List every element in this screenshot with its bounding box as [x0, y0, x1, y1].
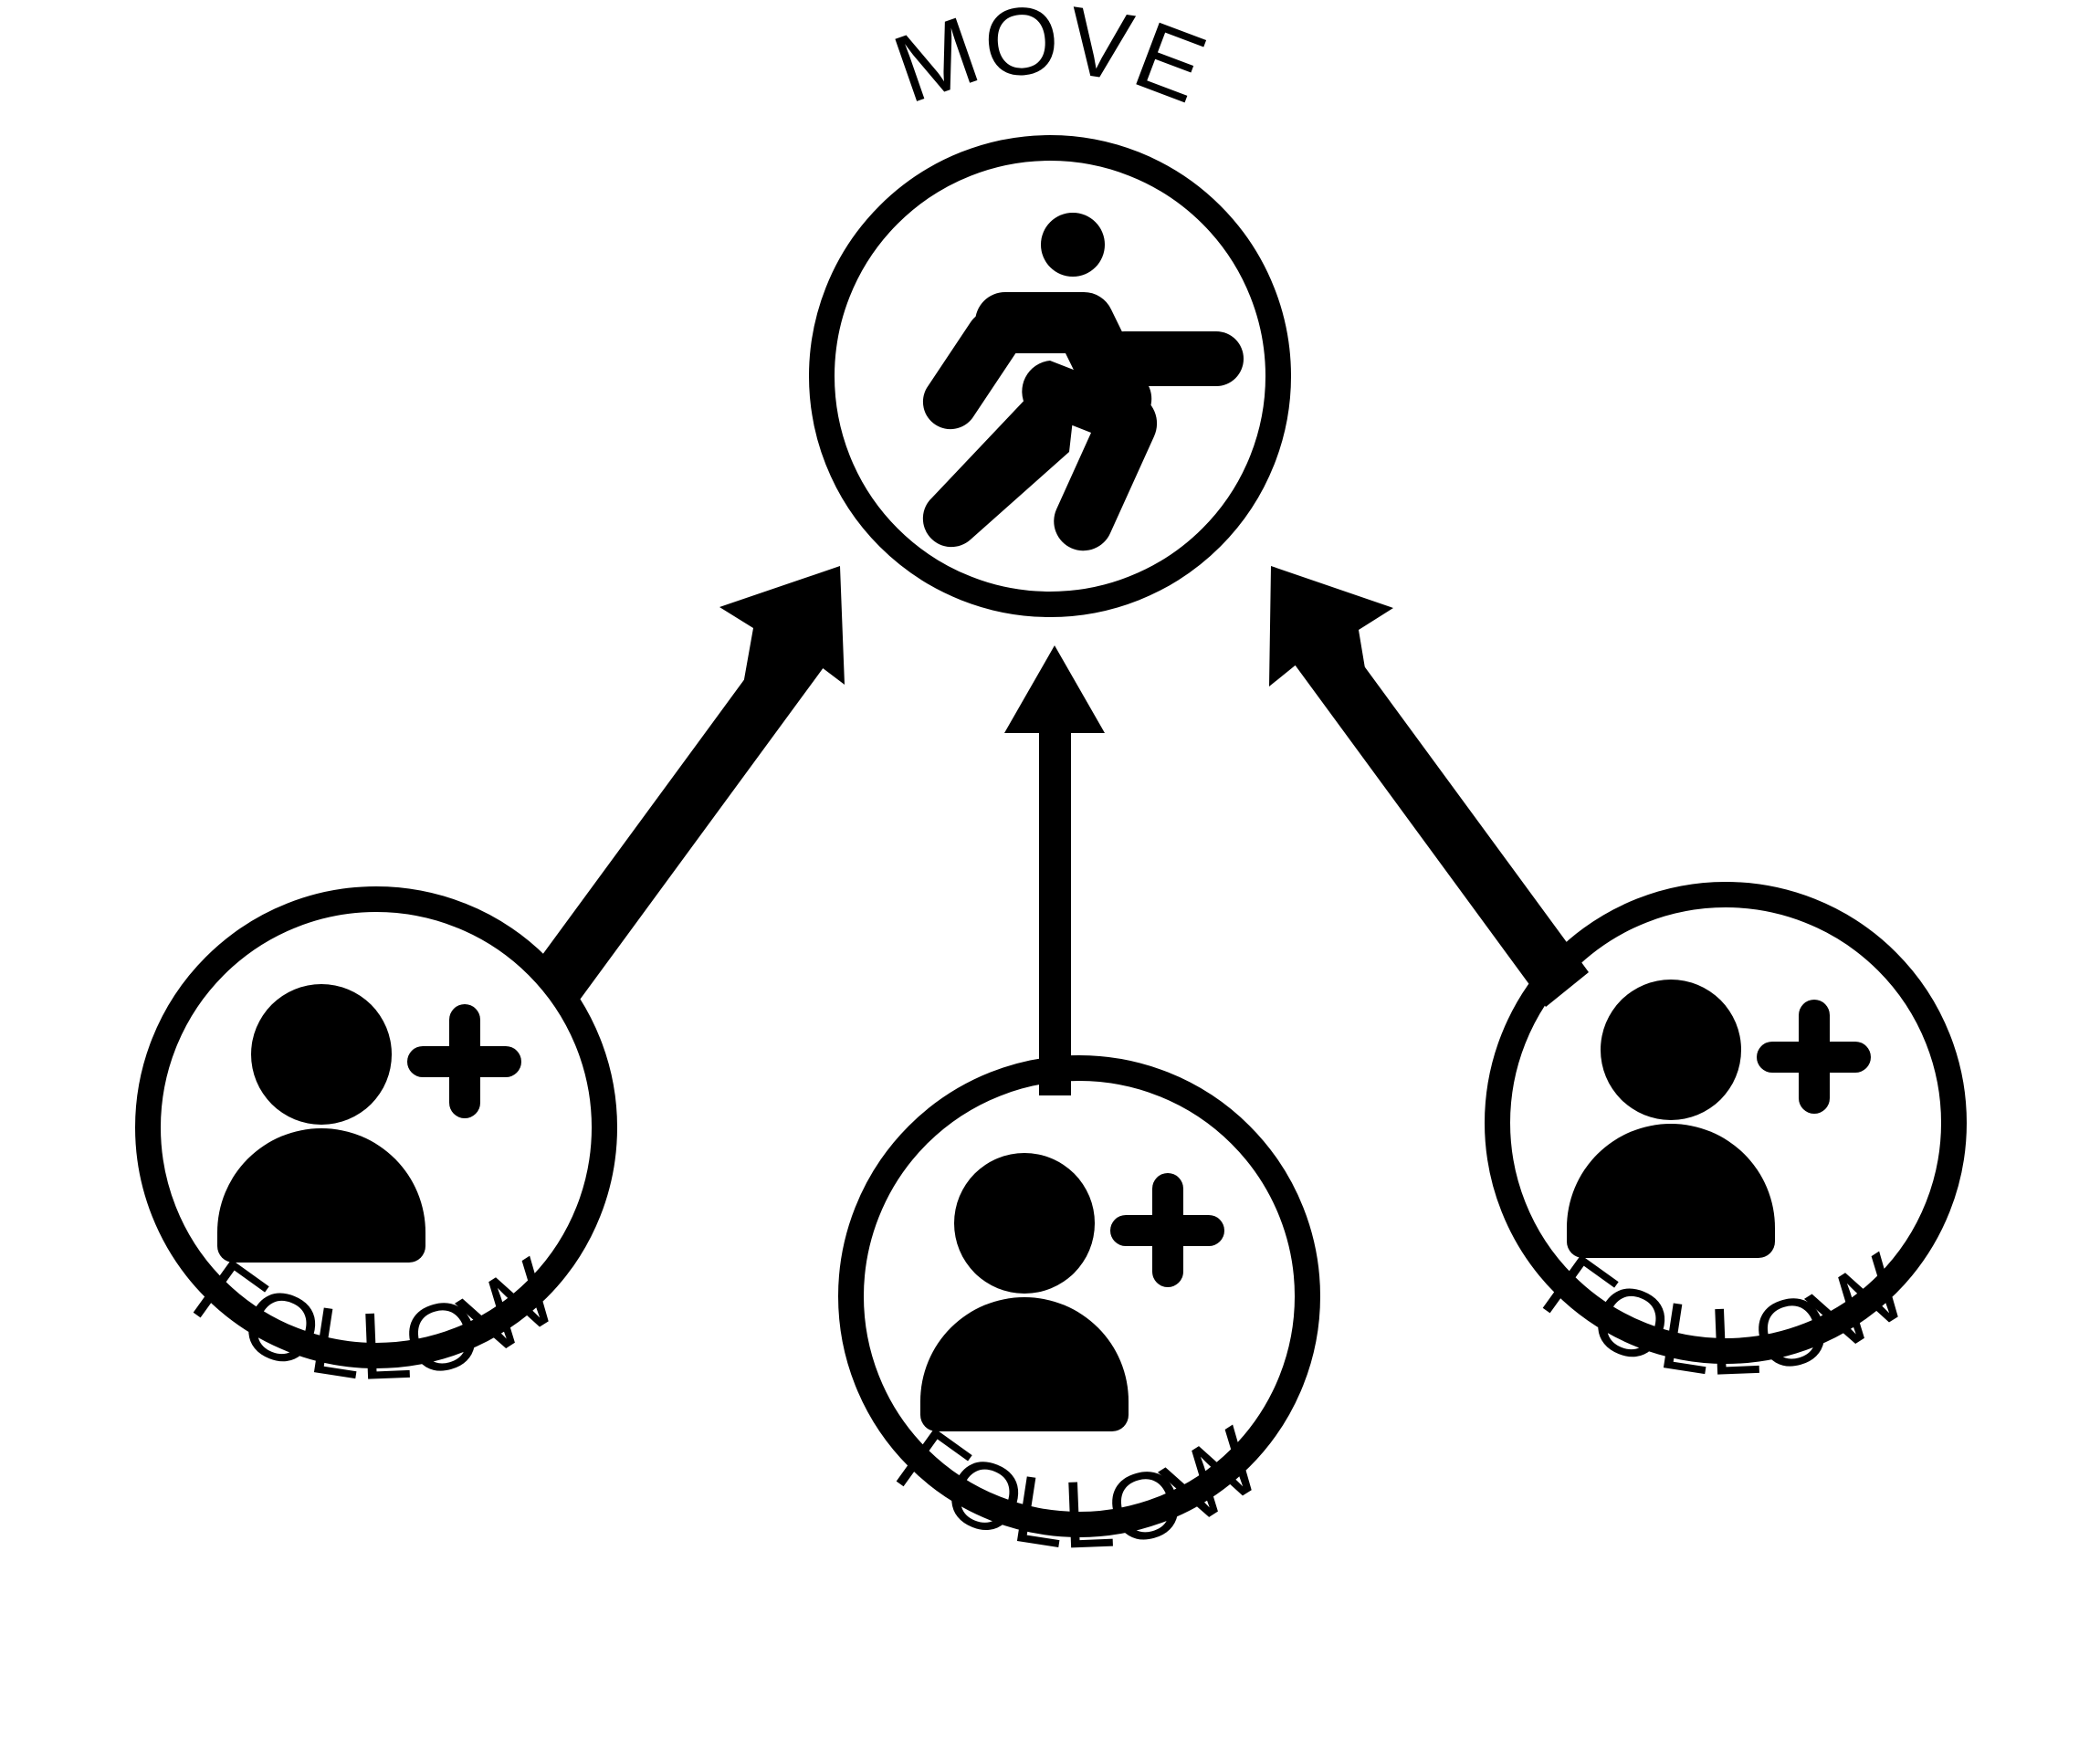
arrow-shaft-left — [530, 630, 826, 1006]
edge-left-to-move — [530, 566, 845, 1006]
node-follow-right[interactable]: FOLLOW — [1485, 882, 1967, 1396]
follow-left-circle-outline — [135, 886, 617, 1368]
arrow-head-center — [1004, 645, 1105, 733]
move-label: MOVE — [881, 0, 1221, 124]
follow-center-circle-outline — [838, 1055, 1320, 1537]
node-follow-center[interactable]: FOLLOW — [838, 1055, 1320, 1569]
arrow-shaft-center — [1039, 730, 1071, 1095]
person-add-icon — [1567, 980, 1871, 1258]
node-move[interactable]: MOVE — [809, 0, 1291, 617]
person-add-icon — [217, 984, 521, 1263]
arrow-head-left — [719, 566, 845, 695]
follow-right-circle-outline — [1485, 882, 1967, 1364]
edge-center-to-move — [1004, 645, 1105, 1095]
person-add-icon — [920, 1153, 1224, 1431]
running-person-icon — [922, 213, 1244, 551]
arrow-head-right — [1269, 566, 1393, 696]
node-follow-left[interactable]: FOLLOW — [135, 886, 617, 1400]
edge-right-to-move — [1269, 566, 1589, 1007]
arrow-shaft-right — [1295, 630, 1589, 1007]
move-circle-outline — [809, 135, 1291, 617]
edges-group — [530, 566, 1589, 1095]
